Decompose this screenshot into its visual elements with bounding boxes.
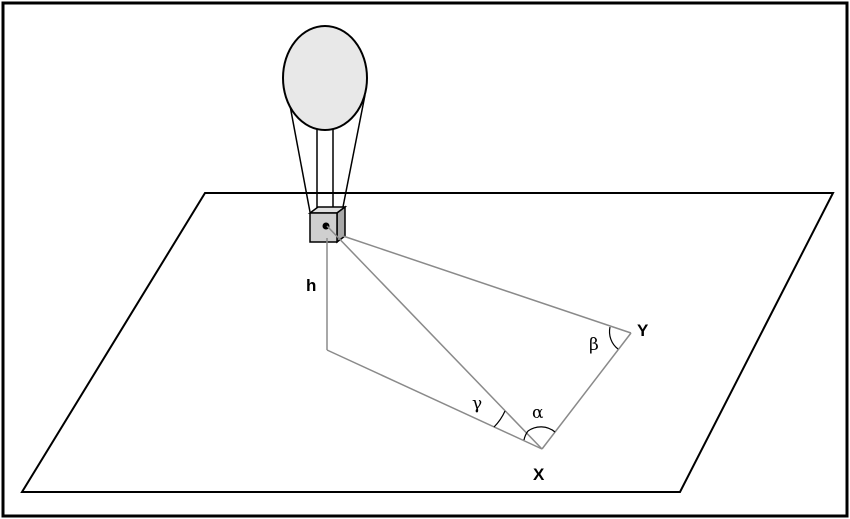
height-label: h — [306, 276, 316, 295]
gamma-arc — [493, 410, 506, 428]
x-to-y-line — [541, 332, 632, 450]
ground-plane — [20, 192, 835, 493]
basket — [307, 205, 348, 244]
point-y-label: Y — [637, 321, 649, 340]
angle-arcs — [493, 326, 619, 441]
sight-line-to-x — [326, 225, 543, 450]
point-x-label: X — [533, 465, 545, 484]
alpha-arc — [523, 426, 556, 441]
beta-label: β — [589, 335, 599, 355]
sight-line-to-y — [342, 235, 632, 334]
gamma-label: γ — [472, 394, 482, 414]
balloon-envelope — [282, 25, 368, 131]
balloon-ropes — [287, 94, 366, 213]
geometry-lines — [326, 225, 632, 450]
alpha-label: α — [532, 403, 544, 423]
ground-foot-to-x-line — [326, 349, 543, 450]
beta-arc — [608, 326, 619, 350]
